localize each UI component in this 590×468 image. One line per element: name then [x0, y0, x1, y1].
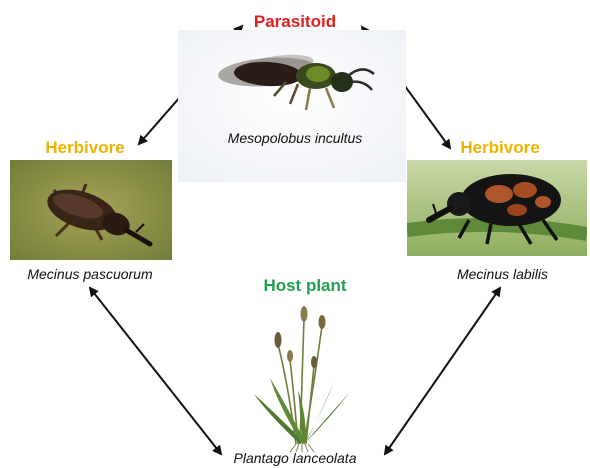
plantain-plant-icon: [248, 304, 358, 452]
parasitoid-wasp-icon: [178, 30, 406, 182]
arrow-herbivore-right-host-plant: [385, 288, 500, 454]
weevil-icon: [407, 160, 587, 256]
parasitoid-species-name: Mesopolobus incultus: [200, 130, 390, 146]
herbivore-left-species-name: Mecinus pascuorum: [5, 266, 175, 282]
host-plant-species-name: Plantago lanceolata: [215, 450, 375, 466]
host-plant-role-label: Host plant: [240, 276, 370, 296]
arrow-herbivore-left-host-plant: [90, 288, 221, 454]
parasitoid-role-label: Parasitoid: [235, 12, 355, 32]
host-plant-photo: [248, 304, 358, 452]
herbivore-left-photo: [10, 160, 172, 260]
herbivore-left-role-label: Herbivore: [10, 138, 160, 158]
weevil-icon: [10, 160, 172, 260]
parasitoid-photo: [178, 30, 406, 182]
herbivore-right-role-label: Herbivore: [425, 138, 575, 158]
herbivore-right-photo: [407, 160, 587, 256]
herbivore-right-species-name: Mecinus labilis: [420, 266, 585, 282]
